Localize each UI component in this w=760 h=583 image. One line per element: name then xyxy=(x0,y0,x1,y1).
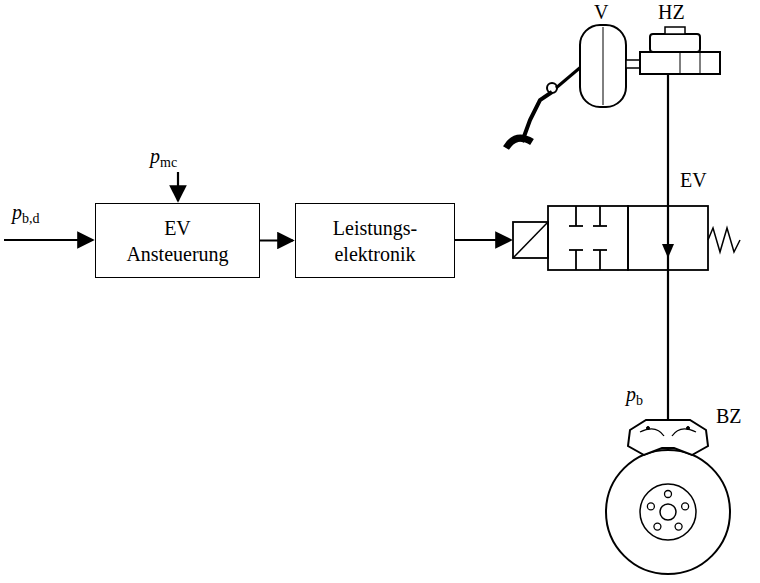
signal-name: pb,d xyxy=(12,200,40,231)
part-name: EV xyxy=(680,168,707,192)
master-cylinder xyxy=(640,27,720,74)
signal-name: pmc xyxy=(150,144,177,175)
input-arrow xyxy=(177,172,179,201)
brake-disc xyxy=(606,450,730,574)
signal-arrow xyxy=(455,239,511,241)
box-label: Leistungs- elektronik xyxy=(333,215,417,267)
brake-pedal xyxy=(506,66,582,148)
process-box: EV Ansteuerung xyxy=(95,203,260,278)
brake-booster xyxy=(580,25,640,107)
part-name: V xyxy=(594,0,608,24)
process-box: Leistungs- elektronik xyxy=(295,203,455,278)
solenoid-valve xyxy=(513,206,740,270)
signal-name: pb xyxy=(626,382,643,413)
part-name: HZ xyxy=(658,0,685,24)
input-arrow xyxy=(4,239,93,241)
part-name: BZ xyxy=(716,404,742,428)
signal-arrow xyxy=(260,239,293,241)
box-label: EV Ansteuerung xyxy=(126,215,228,267)
brake-caliper xyxy=(628,420,708,455)
